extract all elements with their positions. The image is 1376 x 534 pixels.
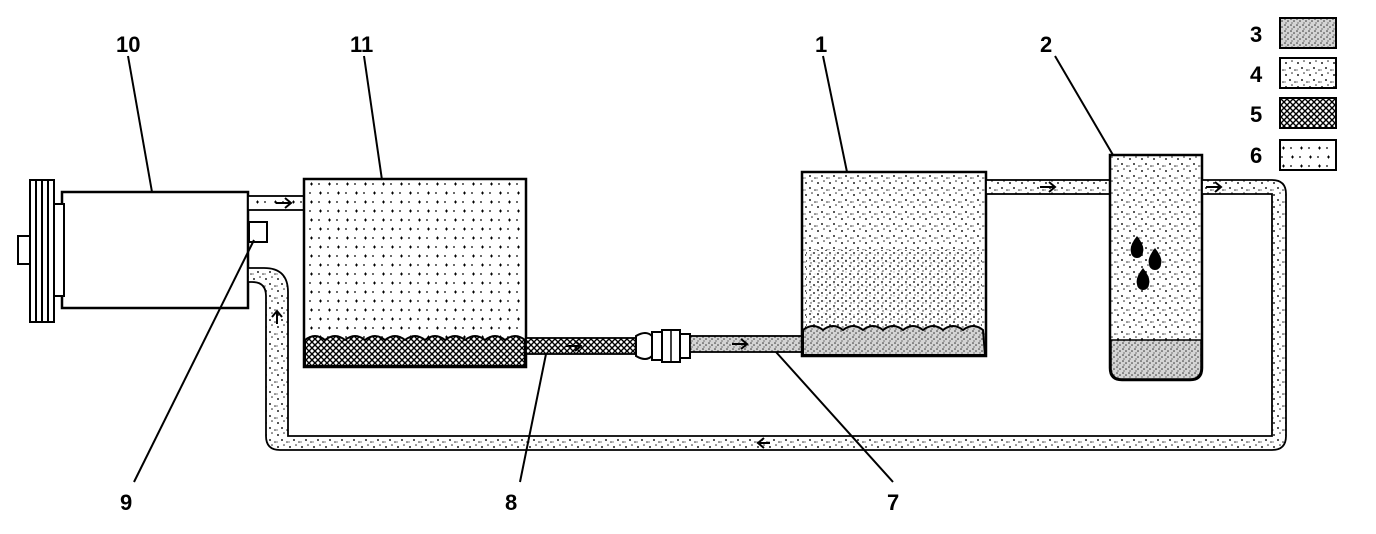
compressor-body [60,190,250,310]
compressor-pulley [29,179,55,323]
accumulator [1108,153,1204,382]
legend-swatch [1279,97,1337,129]
legend-label: 4 [1250,62,1263,87]
legend-swatch [1279,139,1337,171]
legend: 3 4 5 6 [1250,17,1337,171]
oil-droplet-icon [1130,236,1162,290]
legend-label: 6 [1250,143,1262,168]
pressure-switch [248,221,268,243]
callout-11: 11 [350,32,373,57]
legend-label: 3 [1250,22,1262,47]
discharge-line [247,195,305,211]
legend-item-4: 4 [1250,57,1337,89]
evaporator [800,170,988,358]
callout-2: 2 [1040,32,1052,57]
condenser [302,177,528,369]
legend-item-3: 3 [1250,17,1337,49]
orifice-fitting [635,329,691,363]
legend-item-6: 6 [1250,139,1337,171]
compressor-clutch-hub [17,235,31,265]
suction-line-evaporator-outlet [985,179,1111,195]
callout-10: 10 [116,32,140,57]
callout-1: 1 [815,32,827,57]
legend-label: 5 [1250,102,1262,127]
legend-swatch [1279,57,1337,89]
leader-lines [127,55,1114,483]
callout-8: 8 [505,490,517,515]
low-pressure-liquid-line [689,335,805,353]
callout-7: 7 [887,490,899,515]
callout-9: 9 [120,490,132,515]
legend-item-5: 5 [1250,97,1337,129]
liquid-line [525,337,639,355]
suction-return-line [247,179,1287,451]
legend-swatch [1279,17,1337,49]
compressor [17,179,268,323]
